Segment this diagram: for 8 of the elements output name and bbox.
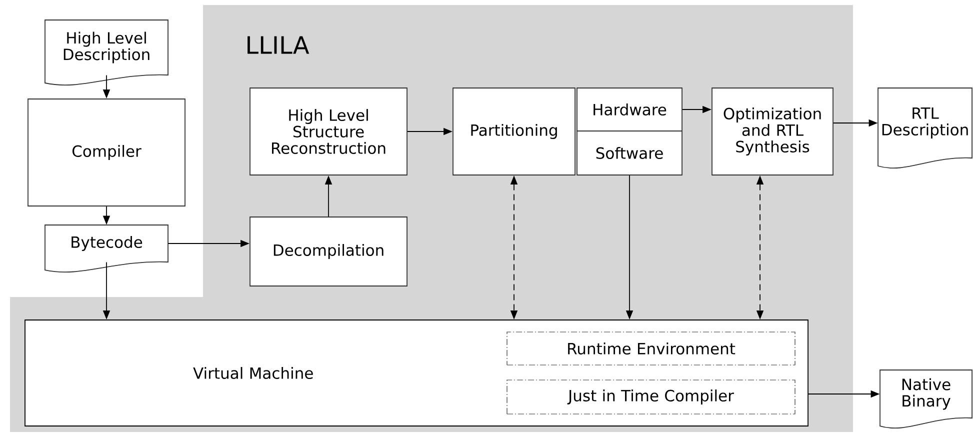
process-box: High Level Structure Reconstruction — [250, 88, 408, 176]
process-box: Hardware — [576, 88, 682, 132]
process-box: Optimization and RTL Synthesis — [712, 88, 834, 176]
process-box: Decompilation — [250, 216, 408, 286]
process-box: Compiler — [28, 98, 186, 206]
component-box: Runtime Environment — [506, 332, 796, 366]
component-box: Just in Time Compiler — [506, 380, 796, 414]
process-box: Software — [576, 130, 682, 176]
